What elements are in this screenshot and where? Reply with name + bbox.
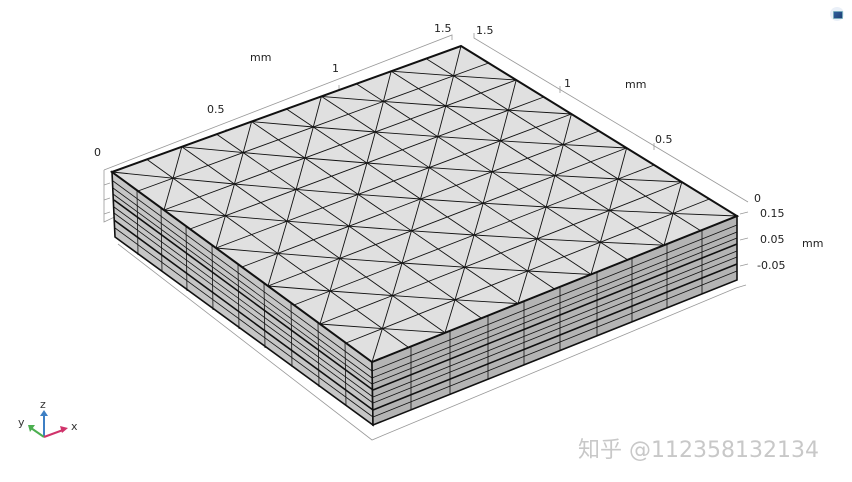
y-tick-0.5: 0.5 — [655, 133, 673, 146]
z-tick-0.15: 0.15 — [760, 207, 785, 220]
y-tick-0: 0 — [754, 192, 761, 205]
z-tick-0.05: 0.05 — [760, 233, 785, 246]
x-tick-1.5: 1.5 — [434, 22, 452, 35]
triad-x-label: x — [71, 420, 78, 433]
right-side-face — [371, 214, 738, 427]
x-axis-unit: mm — [250, 51, 271, 64]
x-tick-0: 0 — [94, 146, 101, 159]
axis-triad: z y x — [18, 398, 78, 438]
y-tick-1.5: 1.5 — [476, 24, 494, 37]
triad-y-label: y — [18, 416, 25, 429]
left-side-face — [111, 170, 374, 427]
z-axis-unit: mm — [802, 237, 823, 250]
top-face-mesh — [109, 44, 740, 364]
graphics-window-icon[interactable] — [830, 7, 844, 21]
x-tick-0.5: 0.5 — [207, 103, 225, 116]
y-tick-1: 1 — [564, 77, 571, 90]
z-tick-neg0.05: -0.05 — [757, 259, 785, 272]
y-axis-unit: mm — [625, 78, 646, 91]
watermark: 知乎 @112358132134 — [578, 438, 819, 463]
axis-labels: 0 0.5 1 1.5 mm 1.5 1 0.5 0 mm 0.15 0.05 … — [94, 22, 823, 272]
x-tick-1: 1 — [332, 62, 339, 75]
triad-z-label: z — [40, 398, 46, 411]
